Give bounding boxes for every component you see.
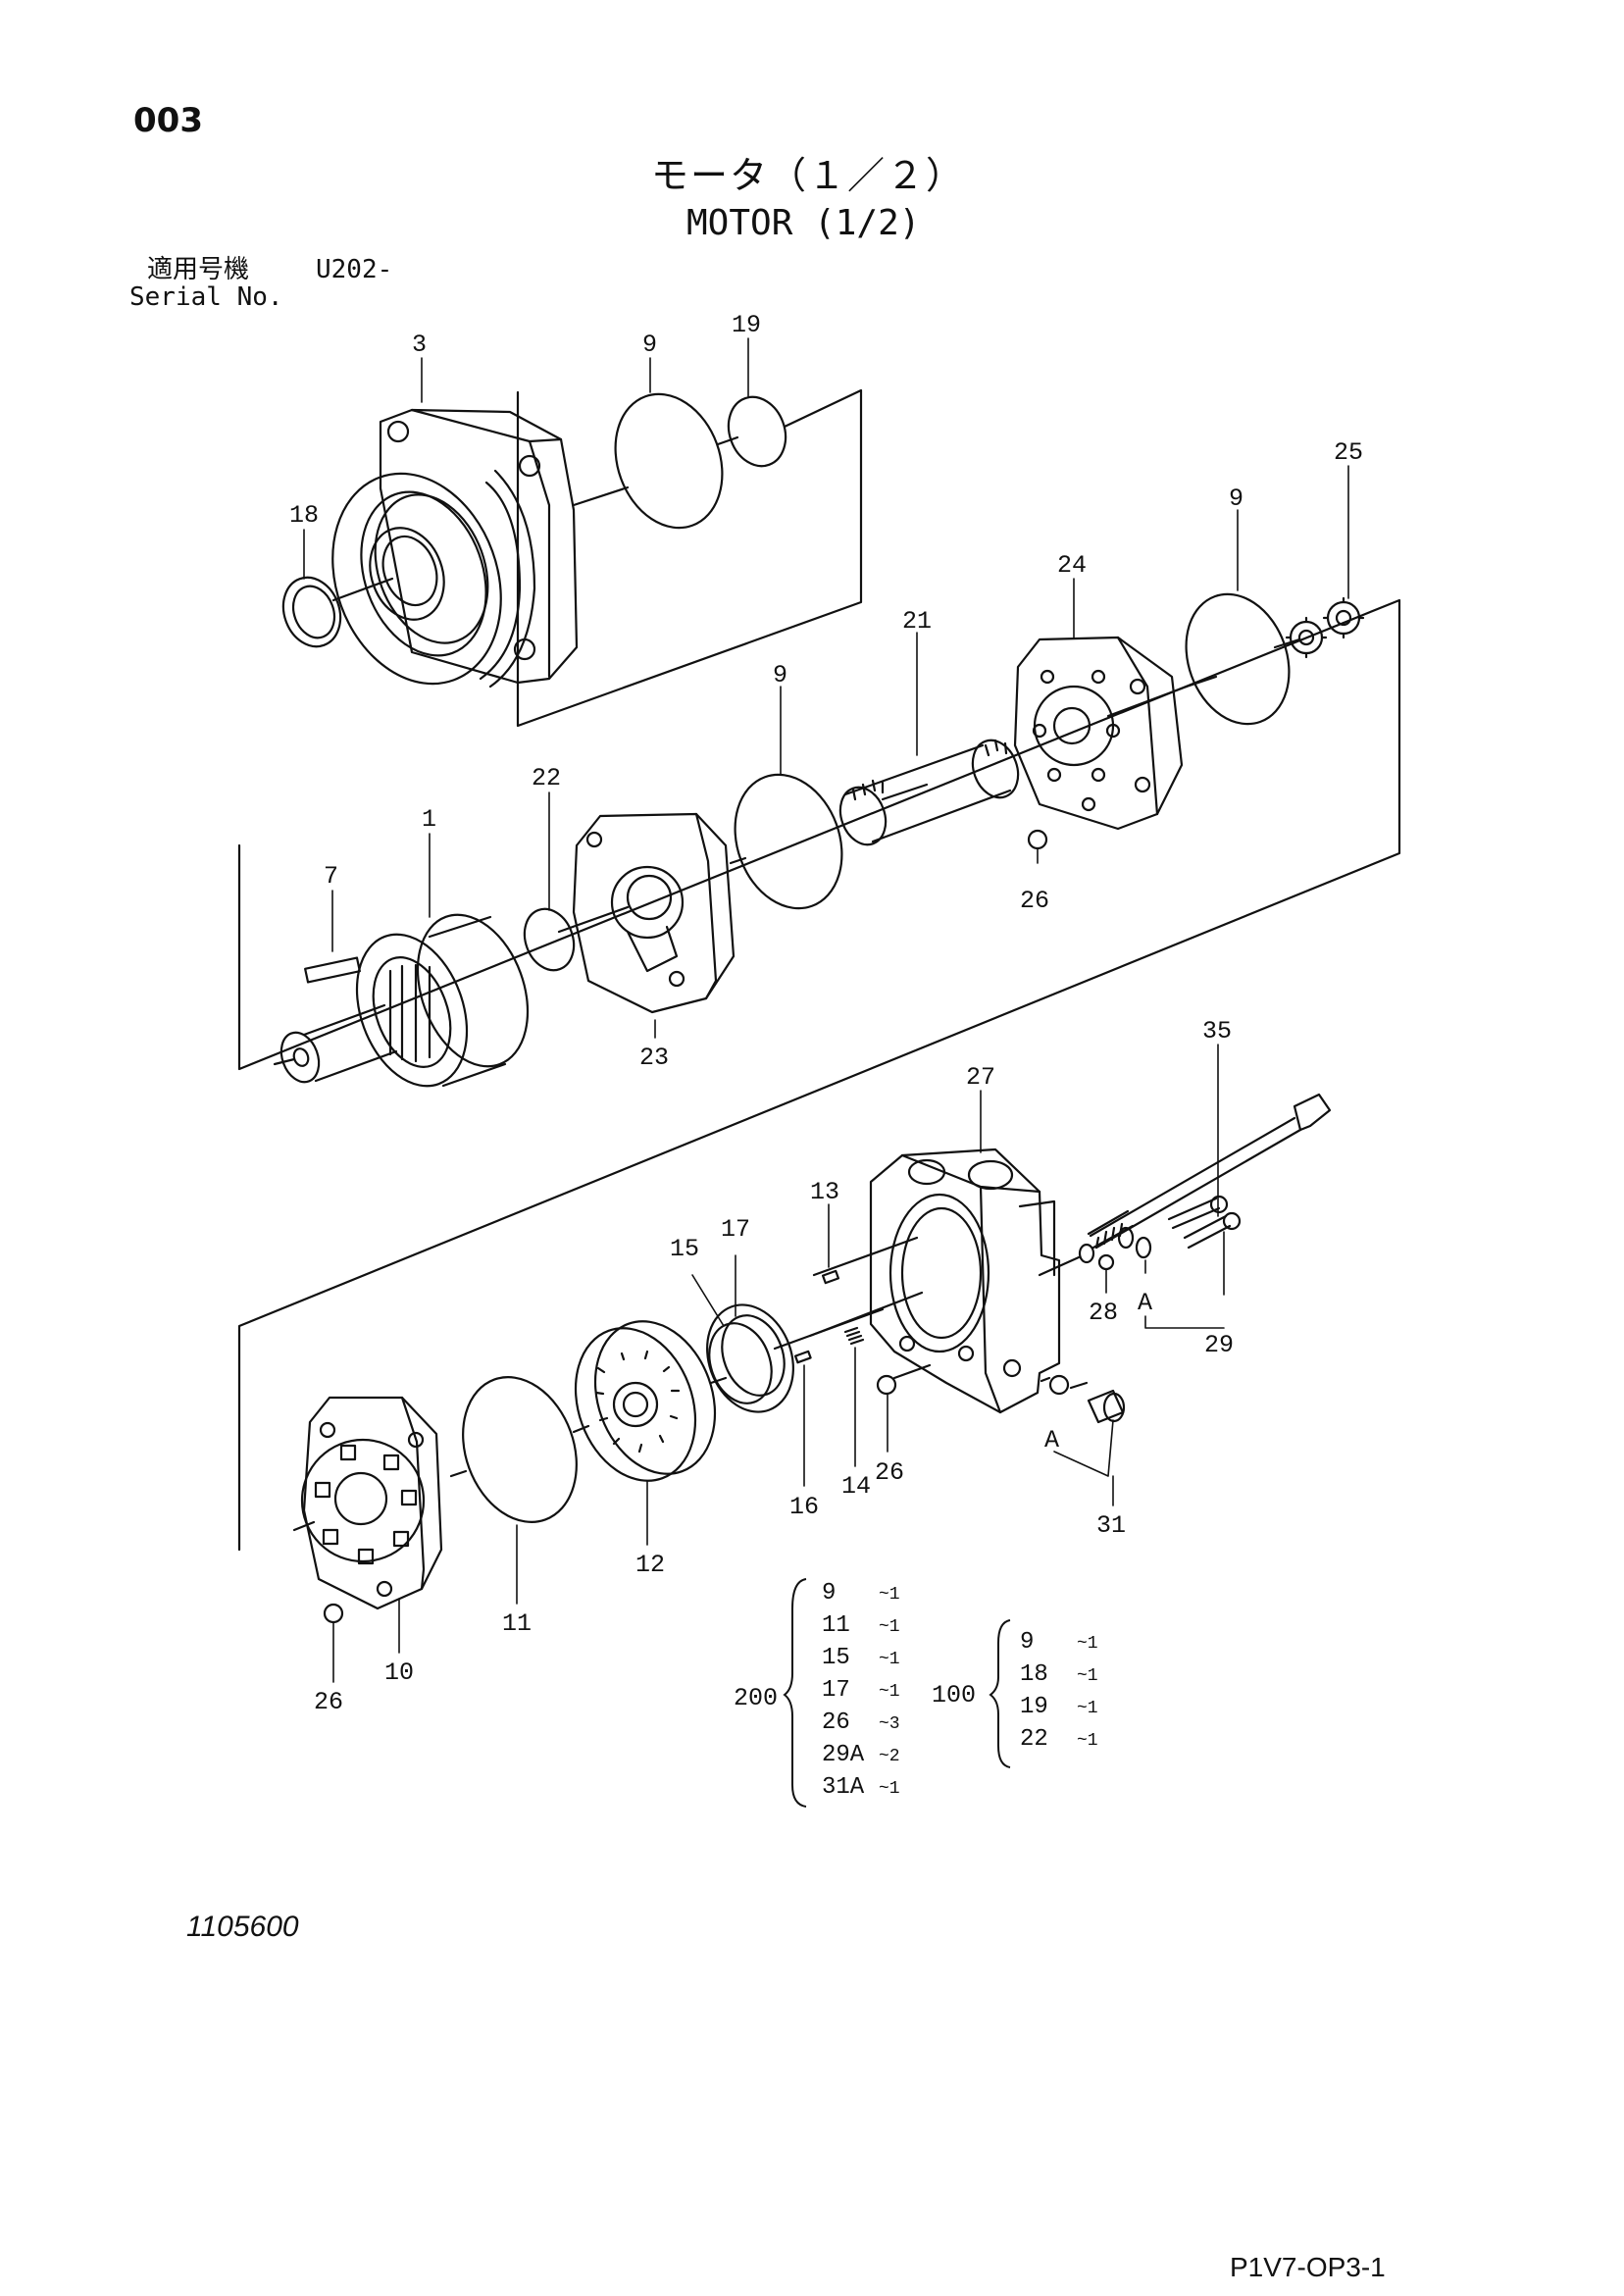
part-26-pin-a [1027,829,1048,850]
assembly-frame-lines [237,388,1401,1552]
callout-15: 15 [670,1235,699,1263]
callout-28: 28 [1089,1299,1118,1327]
callout-9-b: 9 [1229,485,1243,513]
kit-200-qty: ~3 [879,1714,900,1734]
part-14-spring [843,1326,865,1346]
part-12-rotor [574,1320,717,1482]
callout-27: 27 [966,1063,995,1092]
part-25-gears [1285,596,1365,659]
serial-value: U202- [316,255,393,284]
callout-31: 31 [1096,1511,1126,1540]
part-27-valve-body [869,1148,1061,1414]
callout-a-2: A [1044,1426,1059,1454]
kit-100-part: 9 [1020,1629,1034,1656]
callout-26-c: 26 [314,1688,343,1716]
part-35-bolt [1087,1093,1332,1250]
callout-19: 19 [732,311,761,339]
part-16-pin [793,1350,812,1364]
part-23-plate [572,812,736,1014]
kit-200-qty: ~2 [879,1747,900,1766]
part-11-gasket [462,1376,578,1523]
kit-100-qty: ~1 [1077,1634,1098,1654]
kit-200-part: 17 [822,1677,850,1704]
kit-100-qty: ~1 [1077,1731,1098,1751]
part-24-plate [1013,636,1184,831]
callout-22: 22 [532,764,561,792]
callout-10: 10 [384,1658,414,1687]
serial-label-japanese: 適用号機 [147,255,250,284]
kit-200-id: 200 [734,1684,778,1712]
callout-35: 35 [1202,1017,1232,1046]
callout-3: 3 [412,331,427,359]
part-21-shaft [838,739,1020,846]
kit-200-qty: ~1 [879,1617,900,1637]
callout-26-b: 26 [875,1458,904,1487]
kit-200-part: 15 [822,1645,850,1671]
part-17-seal [706,1303,794,1413]
callout-25: 25 [1334,438,1363,467]
part-28-ball [1097,1253,1115,1271]
kit-200-qty: ~1 [879,1779,900,1799]
callout-9-c: 9 [773,661,787,689]
callout-29: 29 [1204,1331,1234,1359]
kit-100-part: 22 [1020,1726,1048,1753]
part-13-pin [821,1269,840,1285]
callout-11: 11 [502,1609,532,1638]
part-31-plug [1087,1389,1126,1424]
callout-16: 16 [789,1493,819,1521]
page-number: 003 [133,101,203,140]
part-9-gasket-a [614,392,724,530]
callout-a-1: A [1138,1289,1152,1317]
callout-labels: 3 9 19 18 25 9 24 21 9 22 1 7 26 23 35 2… [289,311,1363,1716]
part-18-ring [281,576,342,648]
callout-9-a: 9 [642,331,657,359]
part-7-key [304,956,361,984]
title-japanese: モータ（１／２） [651,154,966,197]
kit-200-qty: ~1 [879,1650,900,1669]
leader-lines [303,337,1349,1683]
drawing-number: 1105600 [186,1911,299,1943]
part-3-housing [331,408,579,689]
kit-100-part: 18 [1020,1661,1048,1688]
part-10-end-cover [300,1396,443,1610]
part-19-oring [727,395,787,468]
part-1-shaft-assembly [279,913,530,1088]
kit-200-qty: ~1 [879,1585,900,1605]
kit-200-part: 26 [822,1709,850,1736]
kit-200-part: 31A [822,1774,865,1801]
callout-18: 18 [289,501,319,530]
kit-200-qty: ~1 [879,1682,900,1702]
callout-23: 23 [639,1044,669,1072]
kit-100-id: 100 [932,1681,976,1709]
callout-21: 21 [902,607,932,636]
part-9-gasket-c [734,773,843,910]
part-26-pin-b [876,1374,897,1396]
kit-100: 100 9 ~1 18 ~1 19 ~1 22 ~1 [932,1619,1098,1768]
part-22-oring [523,907,576,972]
kit-200-part: 29A [822,1742,865,1768]
serial-label-english: Serial No. [129,282,283,312]
kit-200-part: 11 [822,1612,850,1639]
callout-1: 1 [422,805,436,834]
callout-14: 14 [841,1472,871,1501]
kit-100-part: 19 [1020,1694,1048,1720]
callout-26-a: 26 [1020,887,1049,915]
part-29-screws [1167,1195,1242,1250]
callout-24: 24 [1057,551,1087,580]
callout-17: 17 [721,1215,750,1244]
kit-100-qty: ~1 [1077,1699,1098,1718]
kit-200-part: 9 [822,1580,836,1607]
kit-200: 200 9 ~1 11 ~1 15 ~1 17 ~1 26 ~3 29A ~2 31A ~1 [734,1578,900,1808]
part-26-pin-c [323,1603,344,1624]
callout-12: 12 [635,1551,665,1579]
callout-7: 7 [324,862,338,891]
part-9-gasket-b [1185,592,1291,726]
title-english: MOTOR (1/2) [686,203,921,243]
page-code: P1V7-OP3-1 [1230,2252,1386,2282]
callout-13: 13 [810,1178,839,1206]
kit-100-qty: ~1 [1077,1666,1098,1686]
